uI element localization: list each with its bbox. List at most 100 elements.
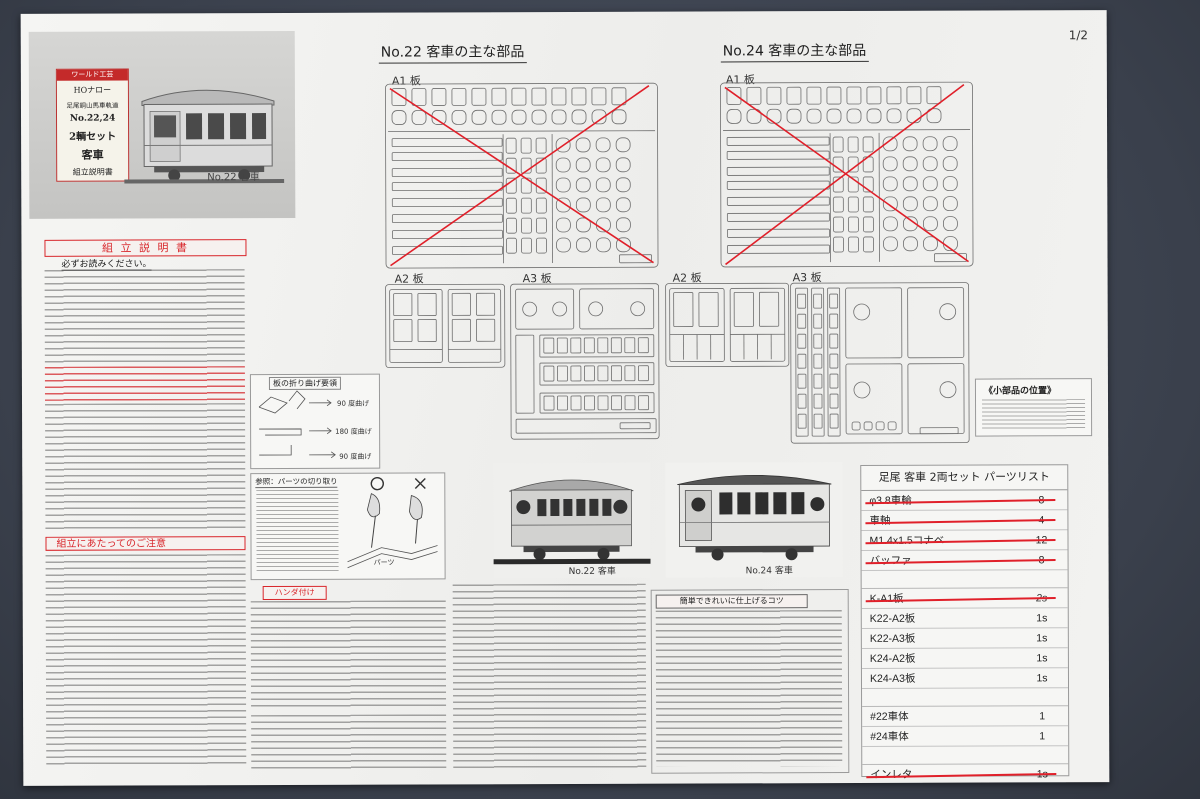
part-outline [726,136,830,146]
part-outline [882,216,898,232]
board-frame [385,82,659,269]
bend-sheet-90 [258,396,288,414]
part-outline [727,244,830,254]
part-outline [391,197,503,207]
part-outline [942,156,958,172]
part-outline [863,236,874,253]
window-opening [813,393,823,409]
part-outline [846,86,862,105]
window-opening [829,293,839,309]
part-outline [726,150,830,160]
part-outline [431,88,447,106]
part-outline [551,109,567,125]
instructions-paragraphs-2 [45,403,246,530]
no24-a2-board-diagram [665,282,790,368]
part-outline [615,157,631,173]
coach-window [563,498,573,517]
part-outline [726,212,830,222]
bend-label-180: 180 度曲げ [335,427,372,436]
bend-sheet-90-folded [288,390,306,410]
coach-window [208,113,225,140]
coach-underframe [523,545,620,553]
rail [124,178,285,184]
small-part [887,421,897,431]
window-opening [758,291,780,327]
window-strip [539,334,655,358]
part-outline [391,213,503,223]
part-outline [571,87,587,106]
coach-window [719,492,733,515]
no22-a1-board-diagram [385,82,659,269]
cutting-guide-box: 参照：パーツの切り取り パーツ [250,472,446,581]
part-outline [391,181,503,191]
window-opening [557,395,568,411]
part-outline [520,197,532,214]
part-quantity: 1 [1039,729,1046,742]
part-quantity: 1s [1036,651,1048,664]
no24-a1-board-diagram [720,81,974,268]
part-outline [746,108,762,124]
soldering-paragraphs-2 [251,714,447,772]
window-opening [698,292,719,327]
part-outline [826,108,842,124]
part-outline [826,86,842,105]
part-outline [555,157,571,173]
part-sheet-outline [347,551,438,569]
hand-icon [366,493,381,518]
end-panel [907,287,965,359]
part-outline [866,86,882,105]
window-opening [583,365,595,382]
window-opening [797,413,807,429]
part-outline [866,108,882,124]
part-outline [411,110,427,125]
part-name: K24-A2板 [869,652,916,665]
coach-illustration [124,89,285,184]
product-label-lines: HOナロー 足尾銅山馬車軌道 No.22,24 2輌セット 客車 組立説明書 [66,83,118,180]
no22-photo-caption: No.22 客車 [568,566,616,577]
round-window [853,303,871,321]
red-cross-mark [389,87,654,264]
round-window [939,303,957,321]
part-outline [611,87,627,106]
red-cross-mark [390,85,650,267]
part-outline [411,88,427,106]
cutting-diagram [347,476,438,569]
window-opening [476,318,496,342]
part-outline [726,180,830,190]
part-name: K24-A3板 [869,672,916,685]
window-opening [597,337,609,354]
window-opening [417,319,437,342]
part-outline [922,156,938,172]
coach-window [755,492,769,515]
coach-window [791,492,805,515]
rail [493,558,651,565]
part-outline [505,177,517,194]
window-opening [451,292,471,316]
window-opening [584,395,595,411]
manual-label: 組立説明書 [72,167,113,177]
part-outline [847,216,859,233]
red-cross-mark [724,86,969,263]
part-outline [862,176,874,193]
end-panel [845,363,903,435]
hand-icon [408,495,423,520]
window-opening [813,413,823,429]
board-frame [790,282,970,444]
window-strip [795,287,809,437]
part-outline [521,237,532,254]
coach-window [186,113,203,140]
coach-photo [124,71,285,192]
part-outline [847,176,859,193]
part-outline [611,109,627,125]
window-strip [539,362,655,386]
part-quantity: 1s [1036,631,1048,644]
window-opening [597,395,609,411]
round-window [588,301,604,317]
part-outline [511,87,527,106]
